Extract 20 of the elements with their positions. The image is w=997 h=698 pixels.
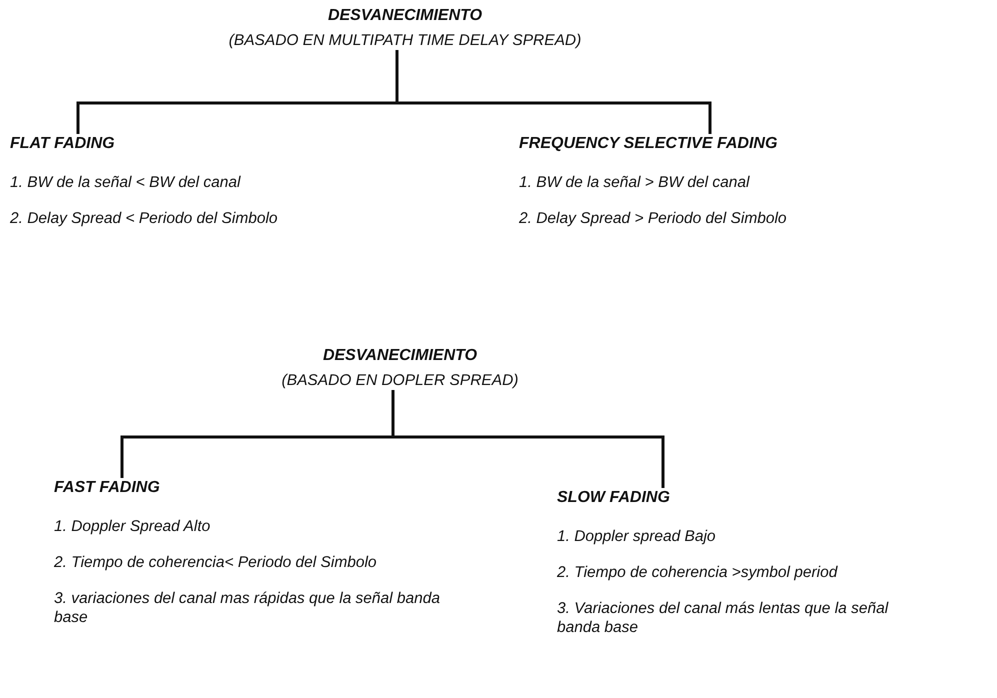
- branch-heading: FREQUENCY SELECTIVE FADING: [519, 134, 778, 153]
- branch-heading: SLOW FADING: [557, 488, 671, 507]
- list-item: 2. Delay Spread > Periodo del Simbolo: [519, 209, 788, 228]
- list-item: 2. Tiempo de coherencia >symbol period: [557, 563, 839, 582]
- list-item: 2. Tiempo de coherencia< Periodo del Simbolo: [54, 553, 378, 572]
- branch-heading: FAST FADING: [54, 478, 161, 497]
- list-item: 2. Delay Spread < Periodo del Simbolo: [10, 209, 279, 228]
- tree-connector: [396, 50, 712, 134]
- tree-subtitle: (BASADO EN MULTIPATH TIME DELAY SPREAD): [228, 31, 582, 50]
- list-item: 1. Doppler Spread Alto: [54, 517, 212, 536]
- tree-subtitle: (BASADO EN DOPLER SPREAD): [280, 371, 520, 390]
- list-item: 1. BW de la señal > BW del canal: [519, 173, 751, 192]
- list-item: 3. Variaciones del canal más lentas que la señal banda base: [557, 599, 890, 637]
- tree-connector: [392, 390, 664, 488]
- list-item: 1. Doppler spread Bajo: [557, 527, 717, 546]
- tree-title: DESVANECIMIENTO: [326, 6, 484, 25]
- branch-heading: FLAT FADING: [10, 134, 116, 153]
- list-item: 1. BW de la señal < BW del canal: [10, 173, 242, 192]
- list-item: 3. variaciones del canal mas rápidas que la señal banda base: [54, 589, 442, 627]
- tree-title: DESVANECIMIENTO: [322, 346, 478, 365]
